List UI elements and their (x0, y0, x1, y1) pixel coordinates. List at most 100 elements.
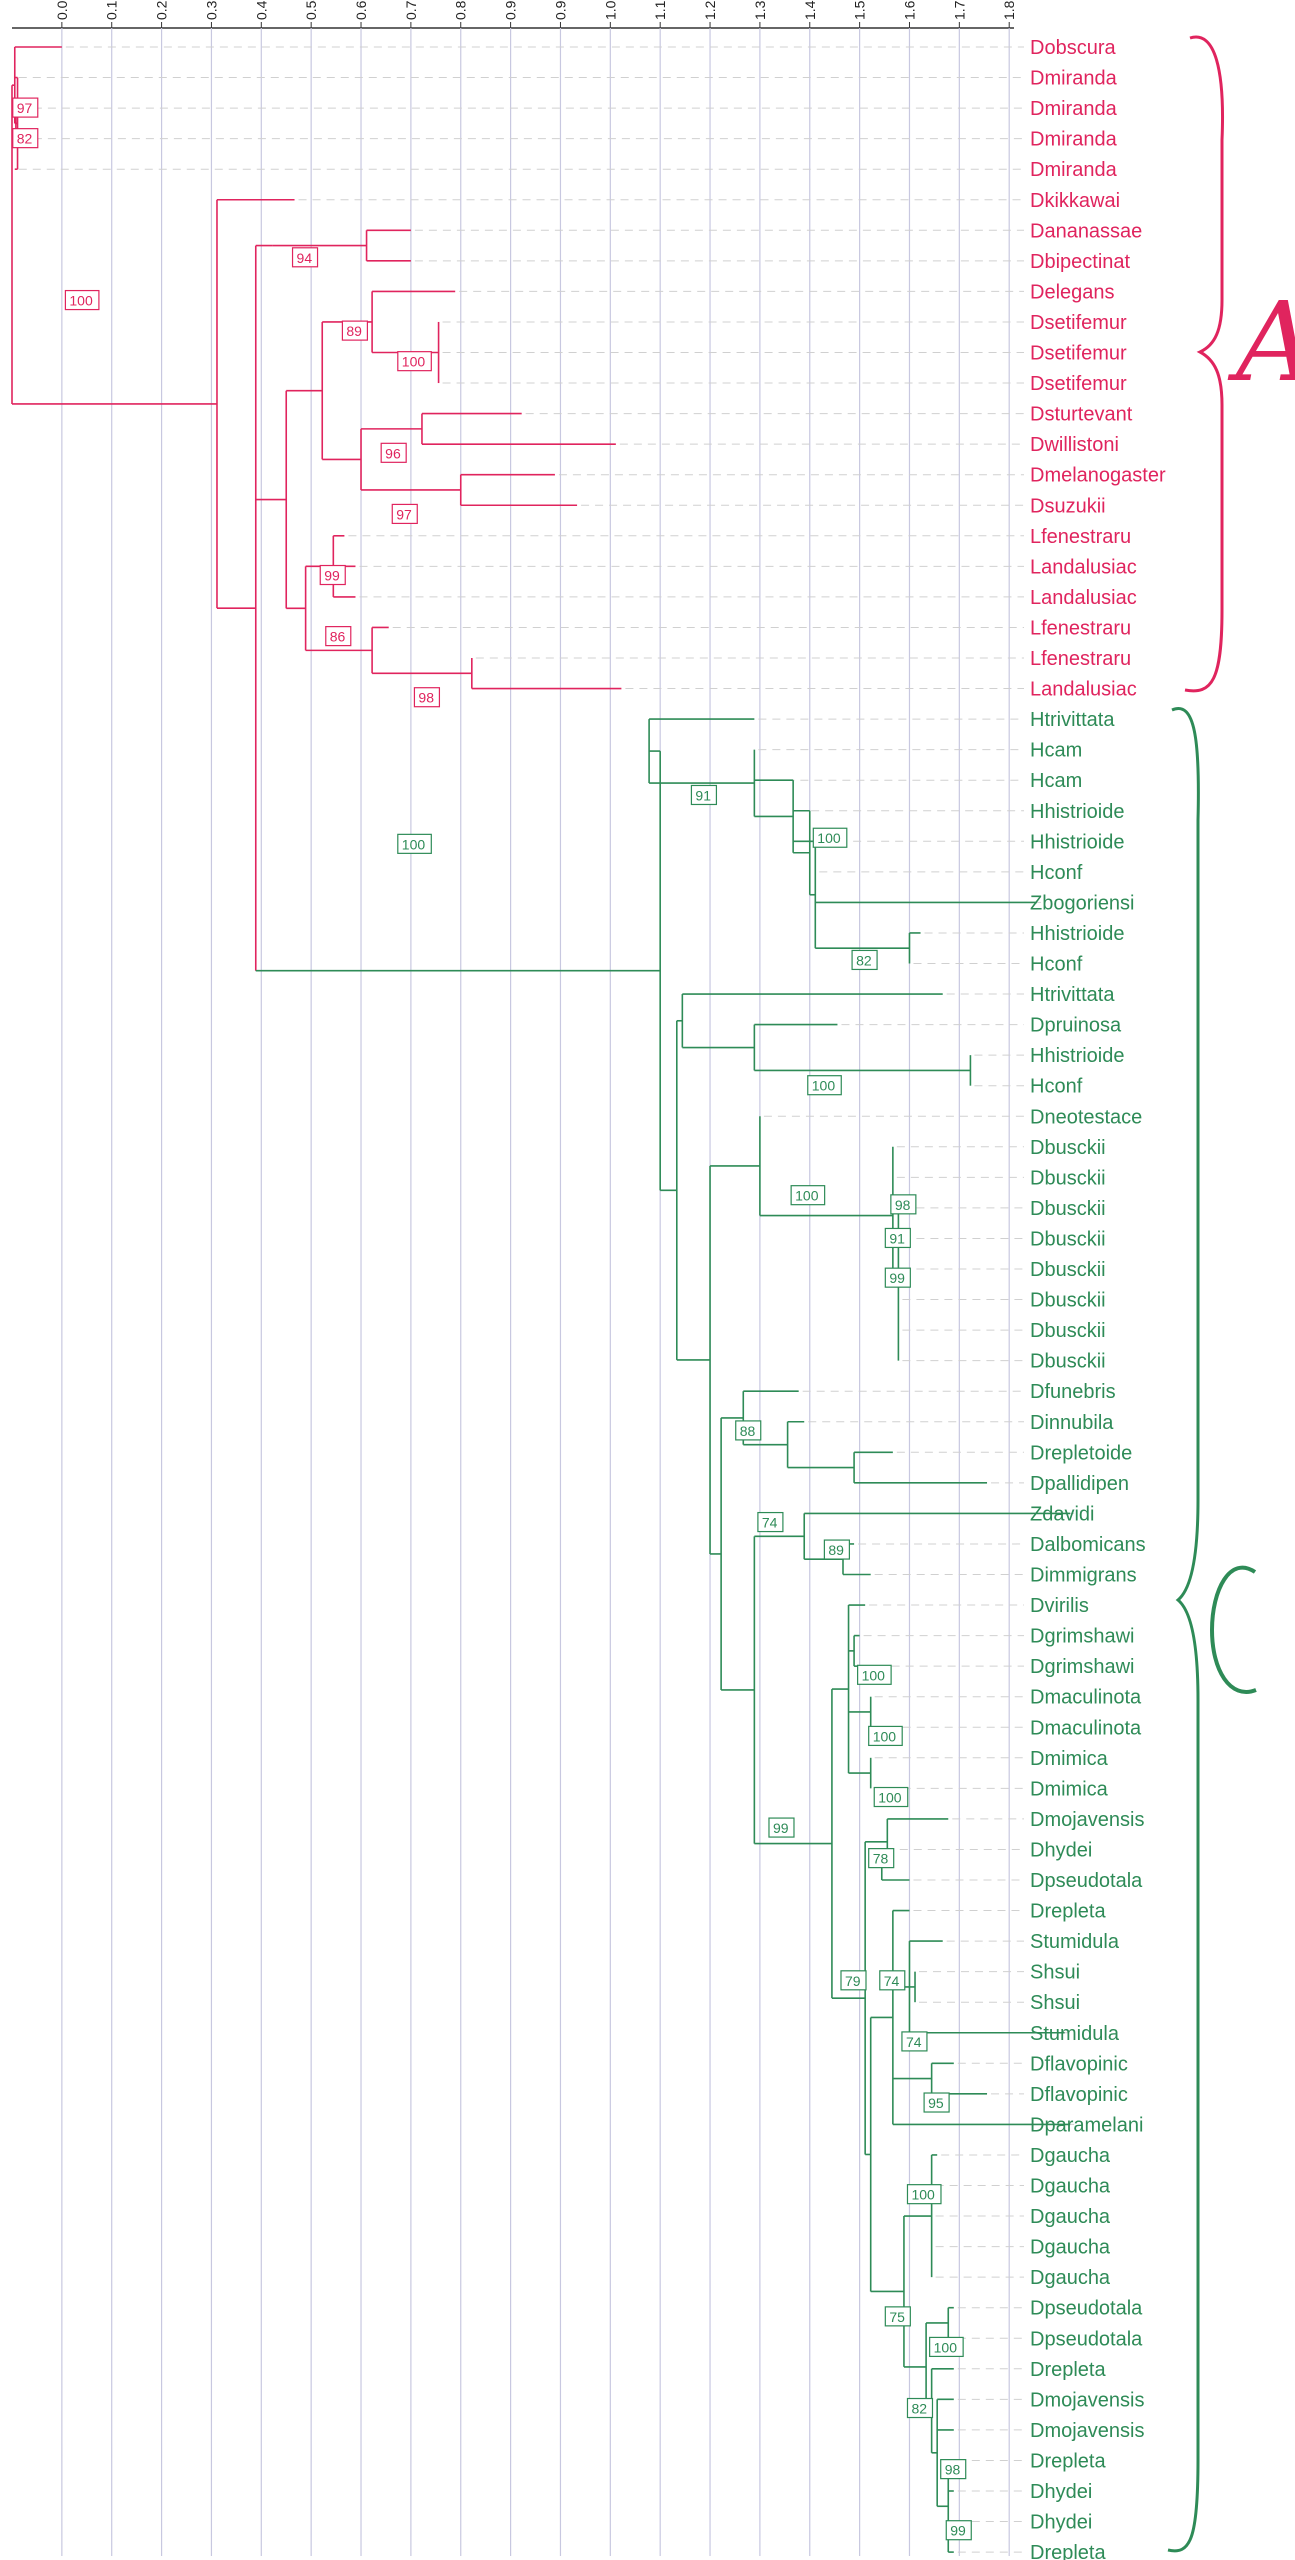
bootstrap-box (812, 827, 848, 848)
taxon-label: Htrivittata (1030, 709, 1115, 731)
taxon-label: Dobscura (1030, 37, 1116, 59)
taxon-label: Dpallidipen (1030, 1473, 1129, 1495)
axis-tick-label: 0.09 (54, 0, 70, 20)
taxon-label: Dgaucha (1030, 2176, 1111, 2198)
leaf-guides (18, 46, 1075, 2553)
bootstrap-value: 82 (17, 131, 33, 147)
bootstrap-value: 100 (862, 1667, 886, 1683)
bootstrap-value: 100 (795, 1188, 819, 1204)
axis-tick-label: 0.63 (353, 0, 369, 20)
taxon-label: Dpseudotala (1030, 2298, 1143, 2320)
axis-tick-label: 1.71 (951, 0, 967, 20)
taxon-label: Dmaculinota (1030, 1717, 1142, 1739)
bootstrap-box (890, 1194, 917, 1215)
bootstrap-value: 100 (402, 836, 426, 852)
taxon-label: Dparamelani (1030, 2114, 1143, 2136)
bootstrap-box (884, 1267, 911, 1288)
bootstrap-box (291, 247, 319, 268)
taxon-label: Stumidula (1030, 1931, 1120, 1953)
bootstrap-value: 100 (812, 1078, 836, 1094)
taxon-label: Drepleta (1030, 2359, 1106, 2381)
bootstrap-value: 99 (773, 1820, 789, 1836)
axis-tick-label: 0.18 (104, 0, 120, 20)
bootstrap-box (851, 949, 878, 971)
bootstrap-box (319, 564, 346, 586)
taxon-label: Dmojavensis (1030, 1809, 1144, 1831)
bootstrap-value: 88 (740, 1423, 756, 1439)
taxon-label: Dsturtevant (1030, 404, 1133, 426)
taxon-label: Dbipectinat (1030, 251, 1131, 273)
taxon-label: Drepletoide (1030, 1442, 1132, 1464)
taxon-label: Dpseudotala (1030, 2328, 1143, 2350)
clade-c-brace (1167, 707, 1200, 2553)
taxon-label: Hconf (1030, 862, 1083, 884)
taxon-label: Dfunebris (1030, 1381, 1116, 1403)
taxon-label: Dmojavensis (1030, 2420, 1144, 2442)
taxon-label: Hhistrioide (1030, 923, 1124, 945)
bootstrap-box (391, 503, 418, 525)
bootstrap-value: 95 (928, 2095, 944, 2111)
bootstrap-value: 96 (385, 445, 401, 461)
bootstrap-box (884, 2306, 911, 2327)
taxon-label: Dmelanogaster (1030, 465, 1166, 487)
taxon-label: Drepleta (1030, 1901, 1106, 1923)
taxon-labels: DobscuraDmirandaDmirandaDmirandaDmiranda… (1030, 37, 1166, 2560)
taxon-label: Stumidula (1030, 2023, 1120, 2045)
axis-tick-label: 1.53 (852, 0, 868, 20)
bootstrap-box (940, 2459, 967, 2480)
taxon-label: Dbusckii (1030, 1167, 1106, 1189)
bootstrap-value: 91 (695, 787, 711, 803)
taxon-label: Drepleta (1030, 2450, 1106, 2472)
bootstrap-box (768, 1817, 795, 1838)
taxon-label: Dinnubila (1030, 1412, 1114, 1434)
axis-tick-label: 0.27 (154, 0, 170, 20)
taxon-label: Dgaucha (1030, 2267, 1111, 2289)
taxon-label: Landalusiac (1030, 587, 1137, 609)
bootstrap-value: 98 (418, 690, 434, 706)
bootstrap-value: 98 (895, 1197, 911, 1213)
taxon-label: Hconf (1030, 954, 1083, 976)
taxon-label: Dbusckii (1030, 1290, 1106, 1312)
taxon-label: Dgaucha (1030, 2145, 1111, 2167)
taxon-label: Lfenestraru (1030, 617, 1131, 639)
bootstrap-value: 100 (934, 2339, 958, 2355)
taxon-label: Dgaucha (1030, 2237, 1111, 2259)
taxon-label: Dflavopinic (1030, 2053, 1128, 2075)
taxon-label: Dgrimshawi (1030, 1656, 1134, 1678)
taxon-label: Hhistrioide (1030, 1045, 1124, 1067)
bootstrap-box (929, 2336, 964, 2358)
axis-tick-label: 1.26 (702, 0, 718, 20)
bootstrap-value: 99 (889, 1270, 905, 1286)
bootstrap-value: 89 (828, 1542, 844, 1558)
taxon-label: Lfenestraru (1030, 526, 1131, 548)
taxon-label: Dhydei (1030, 2481, 1092, 2503)
axis-tick-label: 0.45 (253, 0, 269, 20)
taxon-label: Dpseudotala (1030, 1870, 1143, 1892)
taxon-label: Dmiranda (1030, 68, 1118, 90)
bootstrap-value: 86 (330, 629, 346, 645)
bootstrap-box (397, 833, 432, 854)
clade-c-text: C (0, 0, 1, 1)
bootstrap-box (923, 2092, 950, 2113)
taxon-label: Dvirilis (1030, 1595, 1089, 1617)
taxon-label: Shsui (1030, 1992, 1080, 2014)
axis-tick-label: 1.08 (602, 0, 618, 20)
axis-tick-label: 0.36 (203, 0, 219, 20)
taxon-label: Dsetifemur (1030, 373, 1127, 395)
bootstrap-value: 74 (906, 2034, 922, 2050)
taxon-label: Dwillistoni (1030, 434, 1119, 456)
axis-tick-label: 0.81 (453, 0, 469, 20)
bootstrap-box (380, 442, 407, 463)
taxon-label: Hconf (1030, 1076, 1083, 1098)
taxon-label: Dananassae (1030, 220, 1142, 242)
taxon-label: Htrivittata (1030, 984, 1115, 1006)
taxon-label: Dbusckii (1030, 1259, 1106, 1281)
taxon-label: Dbusckii (1030, 1198, 1106, 1220)
bootstrap-value: 74 (762, 1515, 778, 1531)
taxon-label: Lfenestraru (1030, 648, 1131, 670)
axis-tick-label: 0.99 (552, 0, 568, 20)
bootstrap-box (840, 1970, 867, 1991)
